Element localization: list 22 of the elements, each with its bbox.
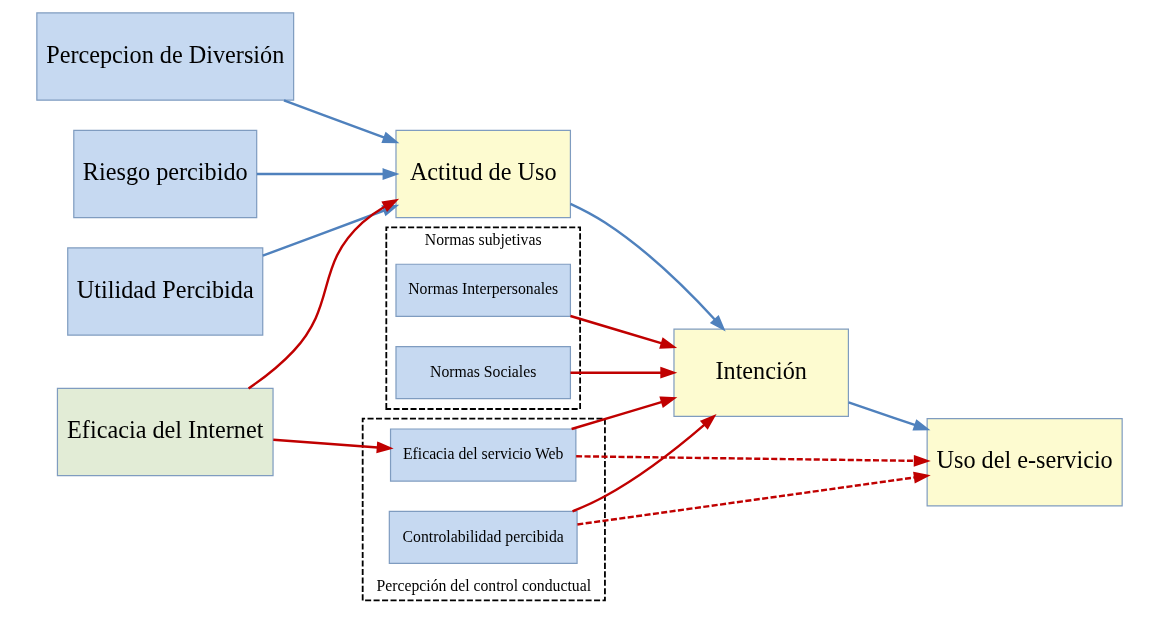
arrow: [283, 99, 400, 144]
arrow: [570, 314, 678, 349]
node-box: Eficacia del Internet: [56, 387, 274, 477]
node-box: Eficacia del servicio Web: [389, 428, 577, 482]
node-box: Actitud de Uso: [395, 129, 572, 219]
node-box: Controlabilidad percibida: [388, 510, 578, 565]
node-box: Utilidad Percibida: [67, 247, 264, 336]
node-box: Intención: [673, 328, 849, 417]
arrow: [848, 401, 931, 431]
node-box: Uso del e-servicio: [926, 418, 1123, 507]
arrow: [576, 454, 931, 467]
arrow: [577, 471, 931, 526]
node-box: Percepcion de Diversión: [36, 12, 295, 101]
node-box: Riesgo percibido: [73, 129, 258, 219]
arrow: [256, 168, 400, 180]
arrow: [273, 438, 394, 454]
node-box: Normas Sociales: [395, 346, 572, 400]
node-box: Normas Interpersonales: [395, 263, 572, 317]
arrow: [569, 202, 726, 332]
arrow: [570, 366, 678, 379]
arrow: [571, 396, 678, 431]
arrow: [572, 414, 717, 513]
